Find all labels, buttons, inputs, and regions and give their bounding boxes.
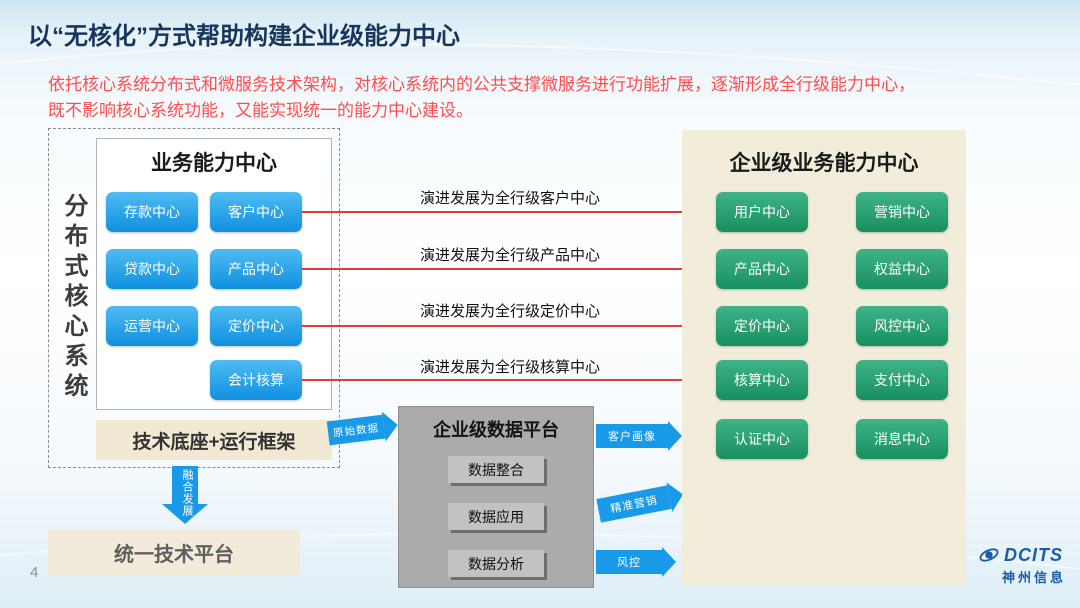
center-loan: 贷款中心 [106,249,198,289]
center-operation: 运营中心 [106,306,198,346]
business-center-title: 业务能力中心 [151,152,277,175]
page-number: 4 [30,564,39,581]
evolution-label-customer: 演进发展为全行级客户中心 [419,190,600,207]
unified-tech-platform-box: 统一技术平台 [48,530,300,575]
center-product: 产品中心 [210,249,302,289]
evolution-arrow-customer [302,207,716,217]
evolution-arrow-accounting [302,375,716,385]
customer-profile-arrow: 客户画像 [596,421,682,451]
center-customer: 客户中心 [210,192,302,232]
evolution-arrow-product [302,264,716,274]
ent-center-risk: 风控中心 [856,306,948,346]
data-platform-title: 企业级数据平台 [433,420,559,440]
ent-center-message: 消息中心 [856,419,948,459]
risk-control-arrow: 风控 [596,547,676,577]
slide-subtitle: 依托核心系统分布式和微服务技术架构，对核心系统内的公共支撑微服务进行功能扩展，逐… [48,75,915,121]
evolution-label-accounting: 演进发展为全行级核算中心 [419,359,600,376]
ent-center-auth: 认证中心 [716,419,808,459]
evolution-label-pricing: 演进发展为全行级定价中心 [419,303,600,320]
dcits-logo-text: DCITS [1004,544,1063,565]
evolution-arrow-pricing [302,321,716,331]
ent-center-pricing: 定价中心 [716,306,808,346]
precision-marketing-arrow: 精准营销 [596,485,672,523]
precision-marketing-arrow-label: 精准营销 [609,494,659,516]
center-deposit: 存款中心 [106,192,198,232]
customer-profile-arrow-label: 客户画像 [608,431,656,443]
data-platform-panel: 企业级数据平台 数据整合 数据应用 数据分析 [398,406,594,588]
enterprise-center-title: 企业级业务能力中心 [729,152,919,175]
tech-base-box: 技术底座+运行框架 [96,420,332,460]
fusion-arrow: 融合发展 [162,466,208,524]
distributed-core-label: 分布式核心系统 [60,193,87,403]
data-platform-item-integration: 数据整合 [448,456,544,483]
raw-data-arrow-label: 原始数据 [332,421,380,440]
fusion-arrow-label: 融合发展 [181,469,193,517]
ent-center-rights: 权益中心 [856,249,948,289]
evolution-label-product: 演进发展为全行级产品中心 [419,247,600,264]
data-platform-item-analysis: 数据分析 [448,550,544,577]
page-title: 以“无核化”方式帮助构建企业级能力中心 [28,23,460,50]
ent-center-product: 产品中心 [716,249,808,289]
dcits-logo-icon [979,548,999,562]
ent-center-accounting: 核算中心 [716,360,808,400]
dcits-logo-chinese: 神州信息 [1002,570,1067,585]
ent-center-user: 用户中心 [716,192,808,232]
ent-center-marketing: 营销中心 [856,192,948,232]
ent-center-payment: 支付中心 [856,360,948,400]
dcits-logo: DCITS 神州信息 [978,544,1074,586]
data-platform-item-application: 数据应用 [448,503,544,530]
risk-control-arrow-label: 风控 [617,557,641,569]
center-pricing: 定价中心 [210,306,302,346]
center-accounting: 会计核算 [210,360,302,400]
